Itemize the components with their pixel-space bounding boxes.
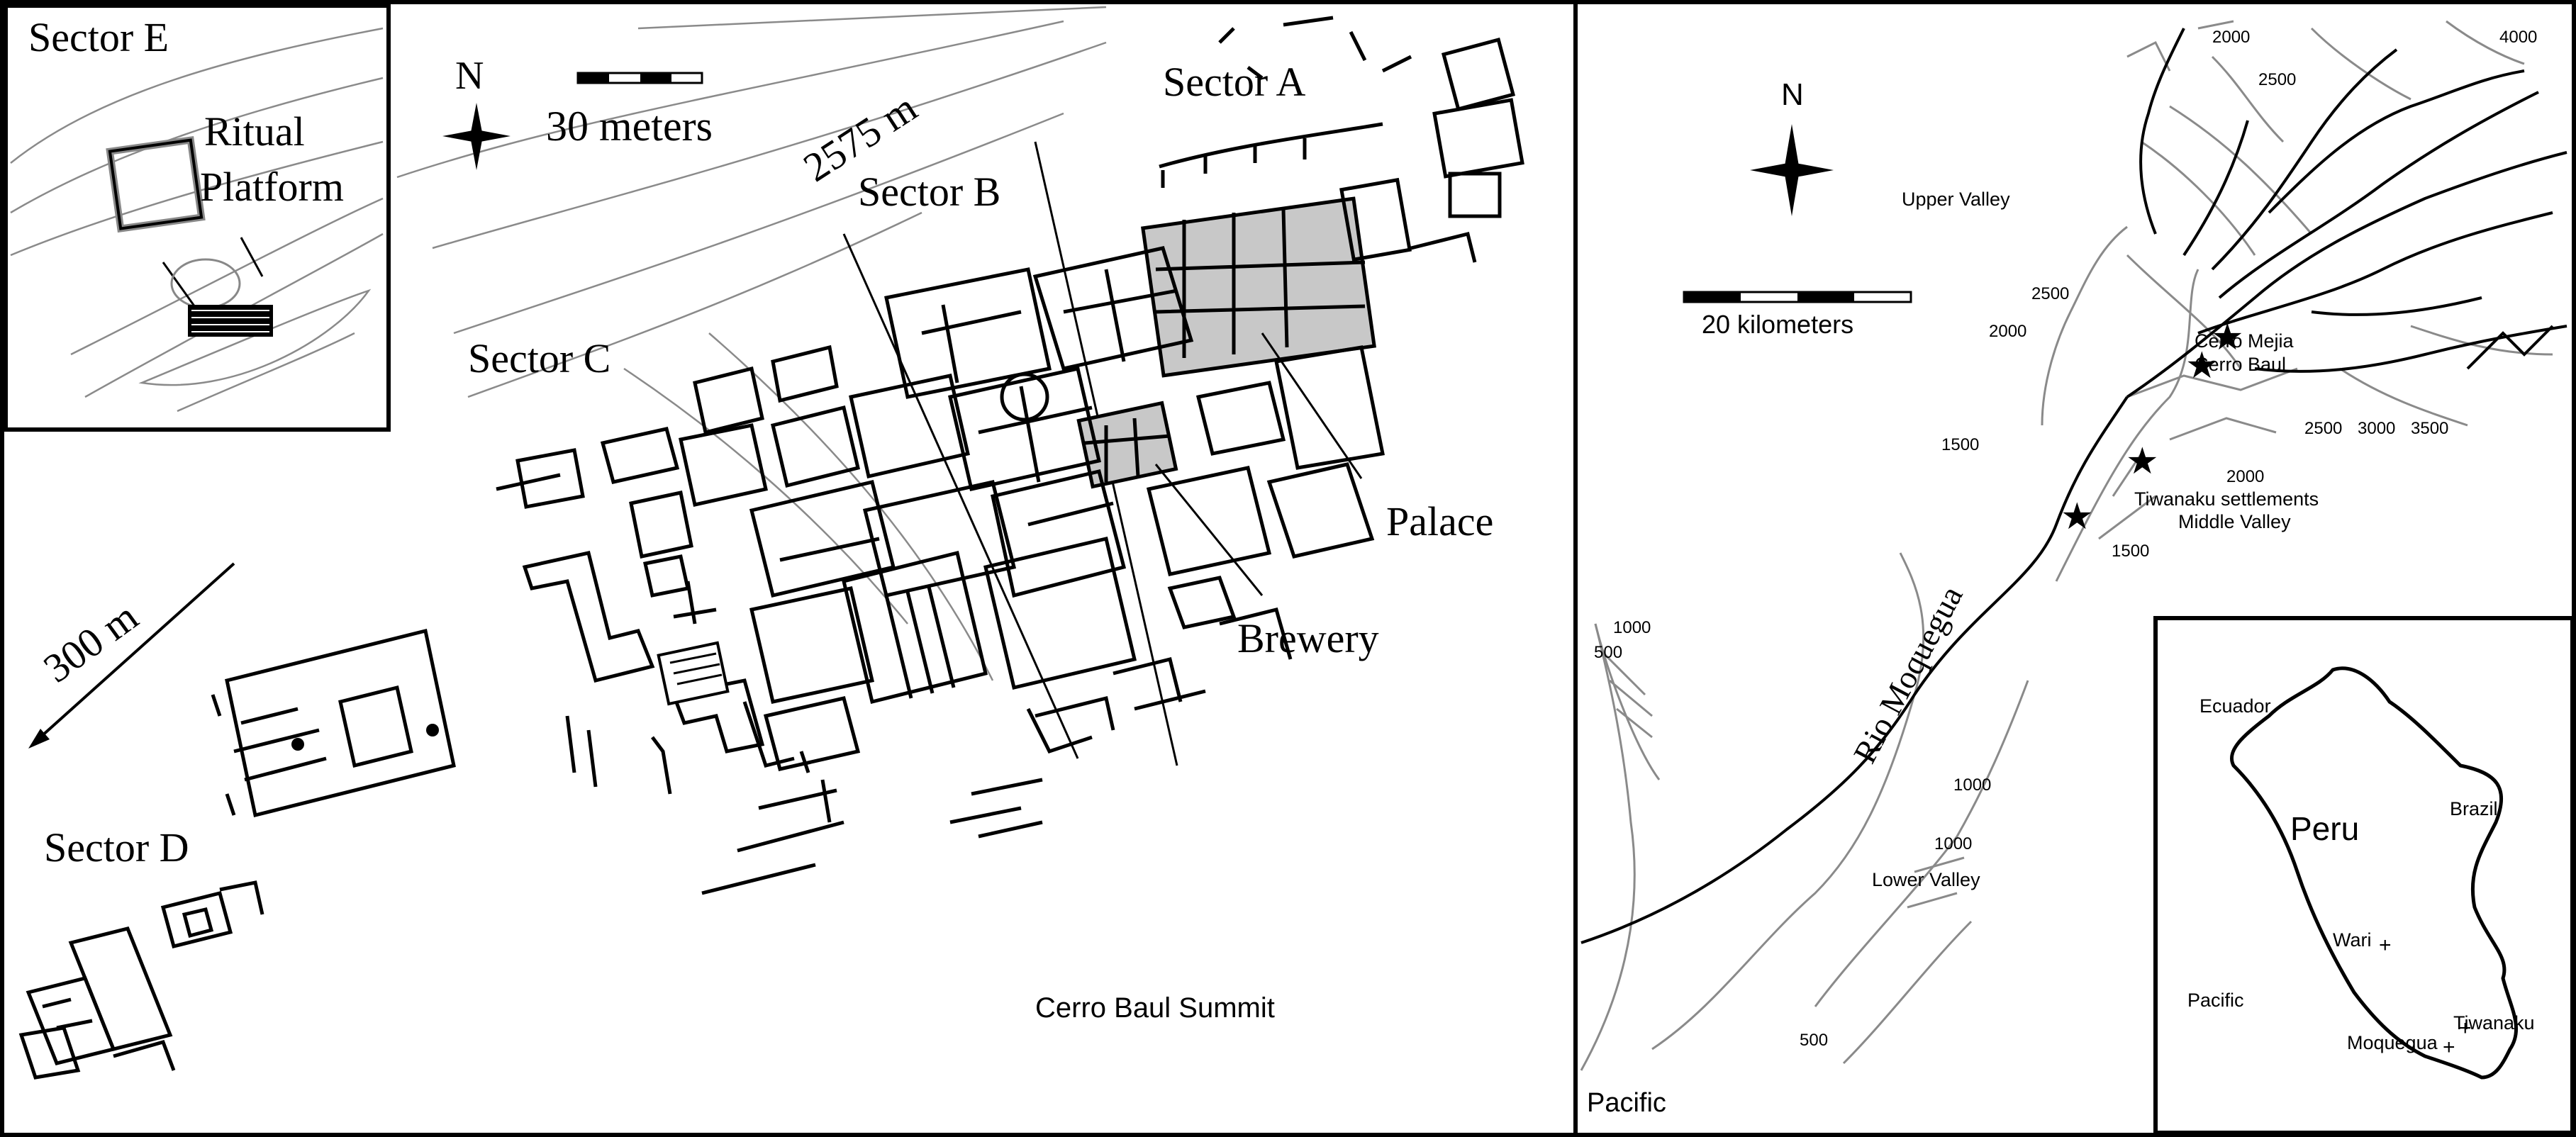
inset-sector-e: Sector E Ritual Platform	[4, 4, 391, 432]
site-scale-bar: 30 meters	[546, 72, 713, 150]
svg-text:1000: 1000	[1934, 834, 1972, 853]
svg-text:2000: 2000	[1989, 322, 2026, 341]
svg-text:4000: 4000	[2499, 28, 2537, 47]
sector-a-label: Sector A	[1163, 59, 1305, 105]
tiwanaku-marker-icon: +	[2459, 1016, 2472, 1040]
svg-text:1000: 1000	[1613, 618, 1651, 637]
svg-text:1500: 1500	[1941, 435, 1979, 454]
regional-drainage	[1580, 20, 2553, 1071]
svg-text:500: 500	[1800, 1031, 1828, 1050]
svg-text:2000: 2000	[2226, 467, 2264, 486]
peru-label: Peru	[2290, 810, 2359, 847]
north-arrow-icon: N	[442, 54, 511, 170]
stair-block	[188, 305, 273, 337]
pacific-label: Pacific	[1587, 1088, 1666, 1118]
regional-scale-label: 20 kilometers	[1702, 310, 1853, 339]
cerro-baul-label: Cerro Baul	[2195, 354, 2286, 375]
wari-marker-icon: +	[2379, 934, 2392, 957]
svg-text:★: ★	[2061, 496, 2094, 537]
regional-north-arrow-icon: N	[1750, 77, 1834, 216]
wari-label: Wari	[2333, 929, 2372, 951]
moquegua-label: Moquegua	[2347, 1032, 2438, 1053]
sector-b-label: Sector B	[858, 169, 1000, 215]
svg-text:N: N	[455, 54, 484, 98]
sector-c-label: Sector C	[468, 335, 610, 381]
palace-compound	[1141, 196, 1376, 378]
svg-text:★: ★	[2211, 317, 2244, 358]
moquegua-marker-icon: +	[2443, 1036, 2455, 1059]
palace-leader	[1261, 332, 1363, 479]
brazil-label: Brazil	[2450, 798, 2498, 819]
svg-text:3500: 3500	[2411, 419, 2448, 438]
brewery-leader	[1154, 464, 1264, 596]
regional-map: Rio Moquegua ★ ★ ★ ★ N 20 kilometers Upp…	[1580, 20, 2575, 1135]
svg-text:★: ★	[2126, 441, 2159, 482]
ritual-label: Ritual	[204, 108, 305, 155]
svg-text:1000: 1000	[1953, 775, 1991, 795]
regional-scale-bar: 20 kilometers	[1683, 291, 1912, 339]
site-star-icon: ★ ★ ★ ★	[2061, 317, 2244, 537]
lower-valley-label: Lower Valley	[1872, 869, 1980, 890]
tiwanaku-label: Tiwanaku	[2453, 1012, 2535, 1034]
platform-label: Platform	[200, 164, 344, 210]
svg-text:2500: 2500	[2304, 419, 2342, 438]
ecuador-label: Ecuador	[2199, 695, 2271, 717]
distance-label: 300 m	[35, 593, 146, 692]
svg-text:2500: 2500	[2031, 284, 2069, 303]
svg-text:2500: 2500	[2258, 70, 2296, 89]
brewery-label: Brewery	[1237, 615, 1379, 661]
sector-e-label: Sector E	[28, 14, 169, 60]
svg-text:3000: 3000	[2358, 419, 2395, 438]
svg-text:2000: 2000	[2212, 28, 2250, 47]
regional-rivers	[1580, 28, 2567, 944]
site-map: Sector E Ritual Platform N 30 meters 257…	[4, 4, 1524, 1080]
middle-valley-label: Middle Valley	[2178, 511, 2291, 532]
peru-outline	[2229, 666, 2518, 1080]
svg-text:1500: 1500	[2112, 542, 2149, 561]
peru-inset: Peru Ecuador Brazil Pacific Wari Moquegu…	[2153, 616, 2575, 1135]
cerro-mejia-label: Cerro Mejia	[2195, 330, 2295, 352]
peru-pacific-label: Pacific	[2187, 990, 2244, 1011]
summit-label: Cerro Baul Summit	[1035, 992, 1275, 1024]
svg-text:N: N	[1781, 77, 1804, 112]
site-architecture	[18, 16, 1524, 1080]
upper-valley-label: Upper Valley	[1902, 189, 2010, 210]
river-label: Rio Moquegua	[1846, 580, 1970, 768]
svg-text:500: 500	[1594, 643, 1622, 662]
sector-line-1	[842, 233, 1079, 759]
distance-arrow	[28, 562, 235, 749]
svg-text:★: ★	[2185, 345, 2219, 386]
contour-labels: 500 500 1000 1000 1500 1500 2000 2000 20…	[1594, 28, 2537, 1050]
sector-d-label: Sector D	[44, 824, 189, 870]
site-scale-label: 30 meters	[546, 103, 713, 150]
settlements-label: Tiwanaku settlements	[2134, 488, 2319, 510]
palace-label: Palace	[1386, 498, 1493, 544]
